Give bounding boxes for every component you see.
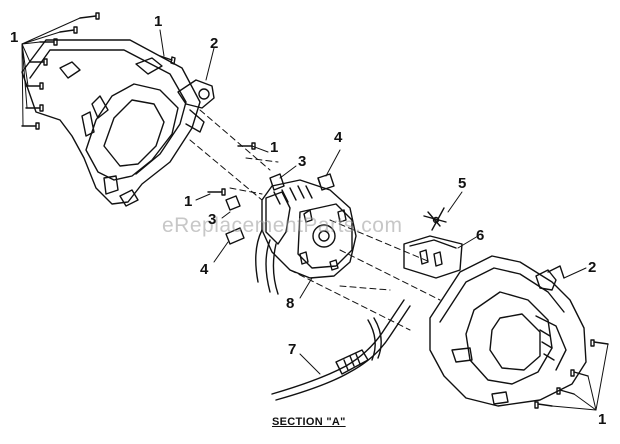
callout-2-right: 2 <box>588 259 597 276</box>
callout-3-upper: 3 <box>298 153 307 170</box>
leader-lines-left <box>21 17 215 127</box>
section-title: SECTION "A" <box>272 416 346 428</box>
callout-1-top-left: 1 <box>10 29 19 46</box>
callout-1-mid-upper: 1 <box>270 139 279 156</box>
leader-lines-switch <box>447 191 479 249</box>
callout-3-lower: 3 <box>208 211 217 228</box>
callout-7: 7 <box>288 341 297 358</box>
screw-set-right <box>534 339 609 409</box>
switch-parts <box>403 207 463 279</box>
callout-1-top-center: 1 <box>154 13 163 30</box>
callout-8: 8 <box>286 295 295 312</box>
callout-1-bottom-right: 1 <box>598 411 607 428</box>
callout-2-top: 2 <box>210 35 219 52</box>
callout-6: 6 <box>476 227 485 244</box>
callout-1-mid-lower: 1 <box>184 193 193 210</box>
power-cord <box>271 299 411 401</box>
left-housing-half <box>21 39 215 207</box>
leader-lines-right <box>551 267 609 411</box>
right-housing-half <box>429 255 587 407</box>
leader-lines-center <box>195 145 341 299</box>
callout-4-lower: 4 <box>200 261 209 278</box>
watermark-text: eReplacementParts.com <box>162 214 403 237</box>
callout-4-upper: 4 <box>334 129 343 146</box>
screw-set-left <box>21 12 176 130</box>
brush-parts <box>207 142 335 245</box>
motor-assembly <box>255 179 357 295</box>
leader-lines-cord <box>299 353 321 375</box>
callout-5: 5 <box>458 175 467 192</box>
